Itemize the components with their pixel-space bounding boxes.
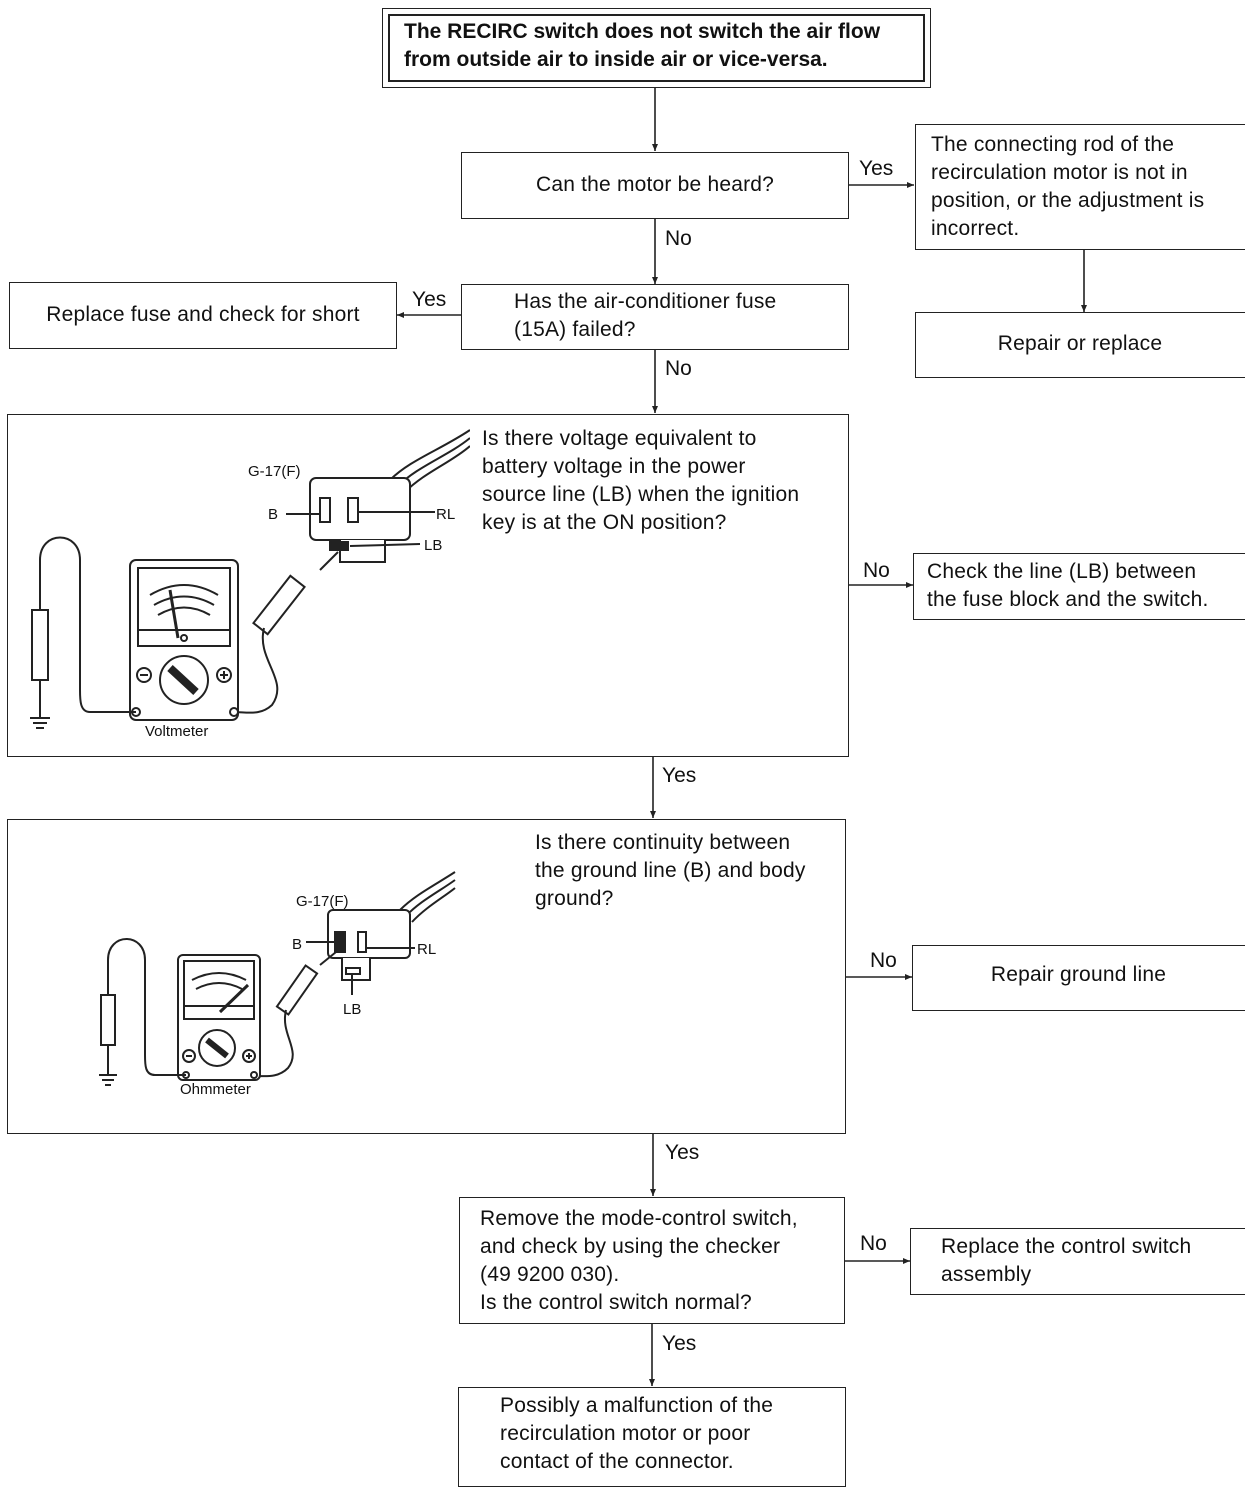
ohmmeter-illustration [99, 871, 456, 1086]
fuse-failed-box [461, 284, 849, 350]
ohmmeter-label: Ohmmeter [180, 1081, 251, 1098]
voltage-question-text: Is there voltage equivalent to battery v… [482, 425, 799, 537]
title-line-1: The RECIRC switch does not switch the ai… [404, 20, 881, 43]
voltage-line-2: battery voltage in the power [482, 455, 746, 478]
motor-heard-text: Can the motor be heard? [535, 173, 775, 196]
malfunction-line-2: recirculation motor or poor [500, 1422, 751, 1445]
replace-switch-line-2: assembly [941, 1263, 1032, 1286]
fuse-failed-line-2: (15A) failed? [514, 318, 636, 341]
fuse-failed-text: Has the air-conditioner fuse (15A) faile… [514, 288, 776, 344]
continuity-question-text: Is there continuity between the ground l… [535, 829, 806, 913]
continuity-line-3: ground? [535, 887, 614, 910]
voltmeter-pin-b-label: B [268, 506, 279, 523]
flowchart-title: The RECIRC switch does not switch the ai… [404, 18, 880, 74]
repair-replace-box [915, 312, 1245, 378]
repair-ground-box [912, 945, 1245, 1011]
malfunction-box [458, 1387, 846, 1487]
replace-switch-text: Replace the control switch assembly [941, 1233, 1191, 1289]
title-frame-outer [382, 8, 931, 88]
edge-label-no-voltage: No [863, 559, 890, 582]
voltmeter-pin-rl-label: RL [436, 506, 456, 523]
ohmmeter-pin-b-label: B [292, 936, 303, 953]
edge-label-yes-continuity: Yes [665, 1141, 700, 1164]
connecting-rod-line-3: position, or the adjustment is [931, 189, 1205, 212]
replace-fuse-box [9, 282, 397, 349]
edge-label-no-continuity: No [870, 949, 897, 972]
voltmeter-label: Voltmeter [145, 723, 209, 740]
control-switch-line-4: Is the control switch normal? [480, 1291, 752, 1314]
control-switch-line-1: Remove the mode-control switch, [480, 1207, 798, 1230]
malfunction-line-3: contact of the connector. [500, 1450, 734, 1473]
connecting-rod-text: The connecting rod of the recirculation … [931, 131, 1204, 243]
voltmeter-pin-lb-label: LB [424, 537, 443, 554]
edge-label-no-fuse: No [665, 357, 692, 380]
control-switch-text: Remove the mode-control switch, and chec… [480, 1205, 798, 1317]
title-line-2: from outside air to inside air or vice-v… [404, 48, 828, 71]
malfunction-line-1: Possibly a malfunction of the [500, 1394, 774, 1417]
repair-replace-text: Repair or replace [997, 332, 1163, 355]
edge-label-no-switch: No [860, 1232, 887, 1255]
continuity-line-2: the ground line (B) and body [535, 859, 806, 882]
control-switch-line-3: (49 9200 030). [480, 1263, 620, 1286]
connecting-rod-line-1: The connecting rod of the [931, 133, 1175, 156]
replace-switch-box [910, 1228, 1245, 1295]
replace-fuse-text: Replace fuse and check for short [46, 303, 360, 326]
ohmmeter-pin-lb-label: LB [343, 1001, 362, 1018]
edge-label-no-motor: No [665, 227, 692, 250]
check-line-line-2: the fuse block and the switch. [927, 588, 1209, 611]
continuity-line-1: Is there continuity between [535, 831, 791, 854]
connecting-rod-line-2: recirculation motor is not in [931, 161, 1188, 184]
title-frame-inner [388, 14, 925, 82]
fuse-failed-line-1: Has the air-conditioner fuse [514, 290, 777, 313]
voltage-line-1: Is there voltage equivalent to [482, 427, 757, 450]
control-switch-line-2: and check by using the checker [480, 1235, 781, 1258]
ohmmeter-pin-rl-label: RL [417, 941, 437, 958]
edge-label-yes-fuse: Yes [412, 288, 447, 311]
check-line-line-1: Check the line (LB) between [927, 560, 1197, 583]
edge-label-yes-voltage: Yes [662, 764, 697, 787]
check-line-text: Check the line (LB) between the fuse blo… [927, 558, 1209, 614]
connecting-rod-line-4: incorrect. [931, 217, 1020, 240]
check-line-box [913, 553, 1245, 620]
replace-switch-line-1: Replace the control switch [941, 1235, 1192, 1258]
repair-ground-text: Repair ground line [990, 963, 1167, 986]
ohmmeter-connector-label: G-17(F) [296, 893, 349, 910]
edge-label-yes-motor: Yes [859, 157, 894, 180]
connecting-rod-box [915, 124, 1245, 250]
voltmeter-illustration [30, 429, 470, 729]
control-switch-box [459, 1197, 845, 1324]
voltmeter-connector-label: G-17(F) [248, 463, 301, 480]
malfunction-text: Possibly a malfunction of the recirculat… [500, 1392, 773, 1476]
voltage-line-3: source line (LB) when the ignition [482, 483, 800, 506]
motor-heard-box [461, 152, 849, 219]
continuity-check-box [7, 819, 846, 1134]
edge-label-yes-switch: Yes [662, 1332, 697, 1355]
voltage-line-4: key is at the ON position? [482, 511, 727, 534]
